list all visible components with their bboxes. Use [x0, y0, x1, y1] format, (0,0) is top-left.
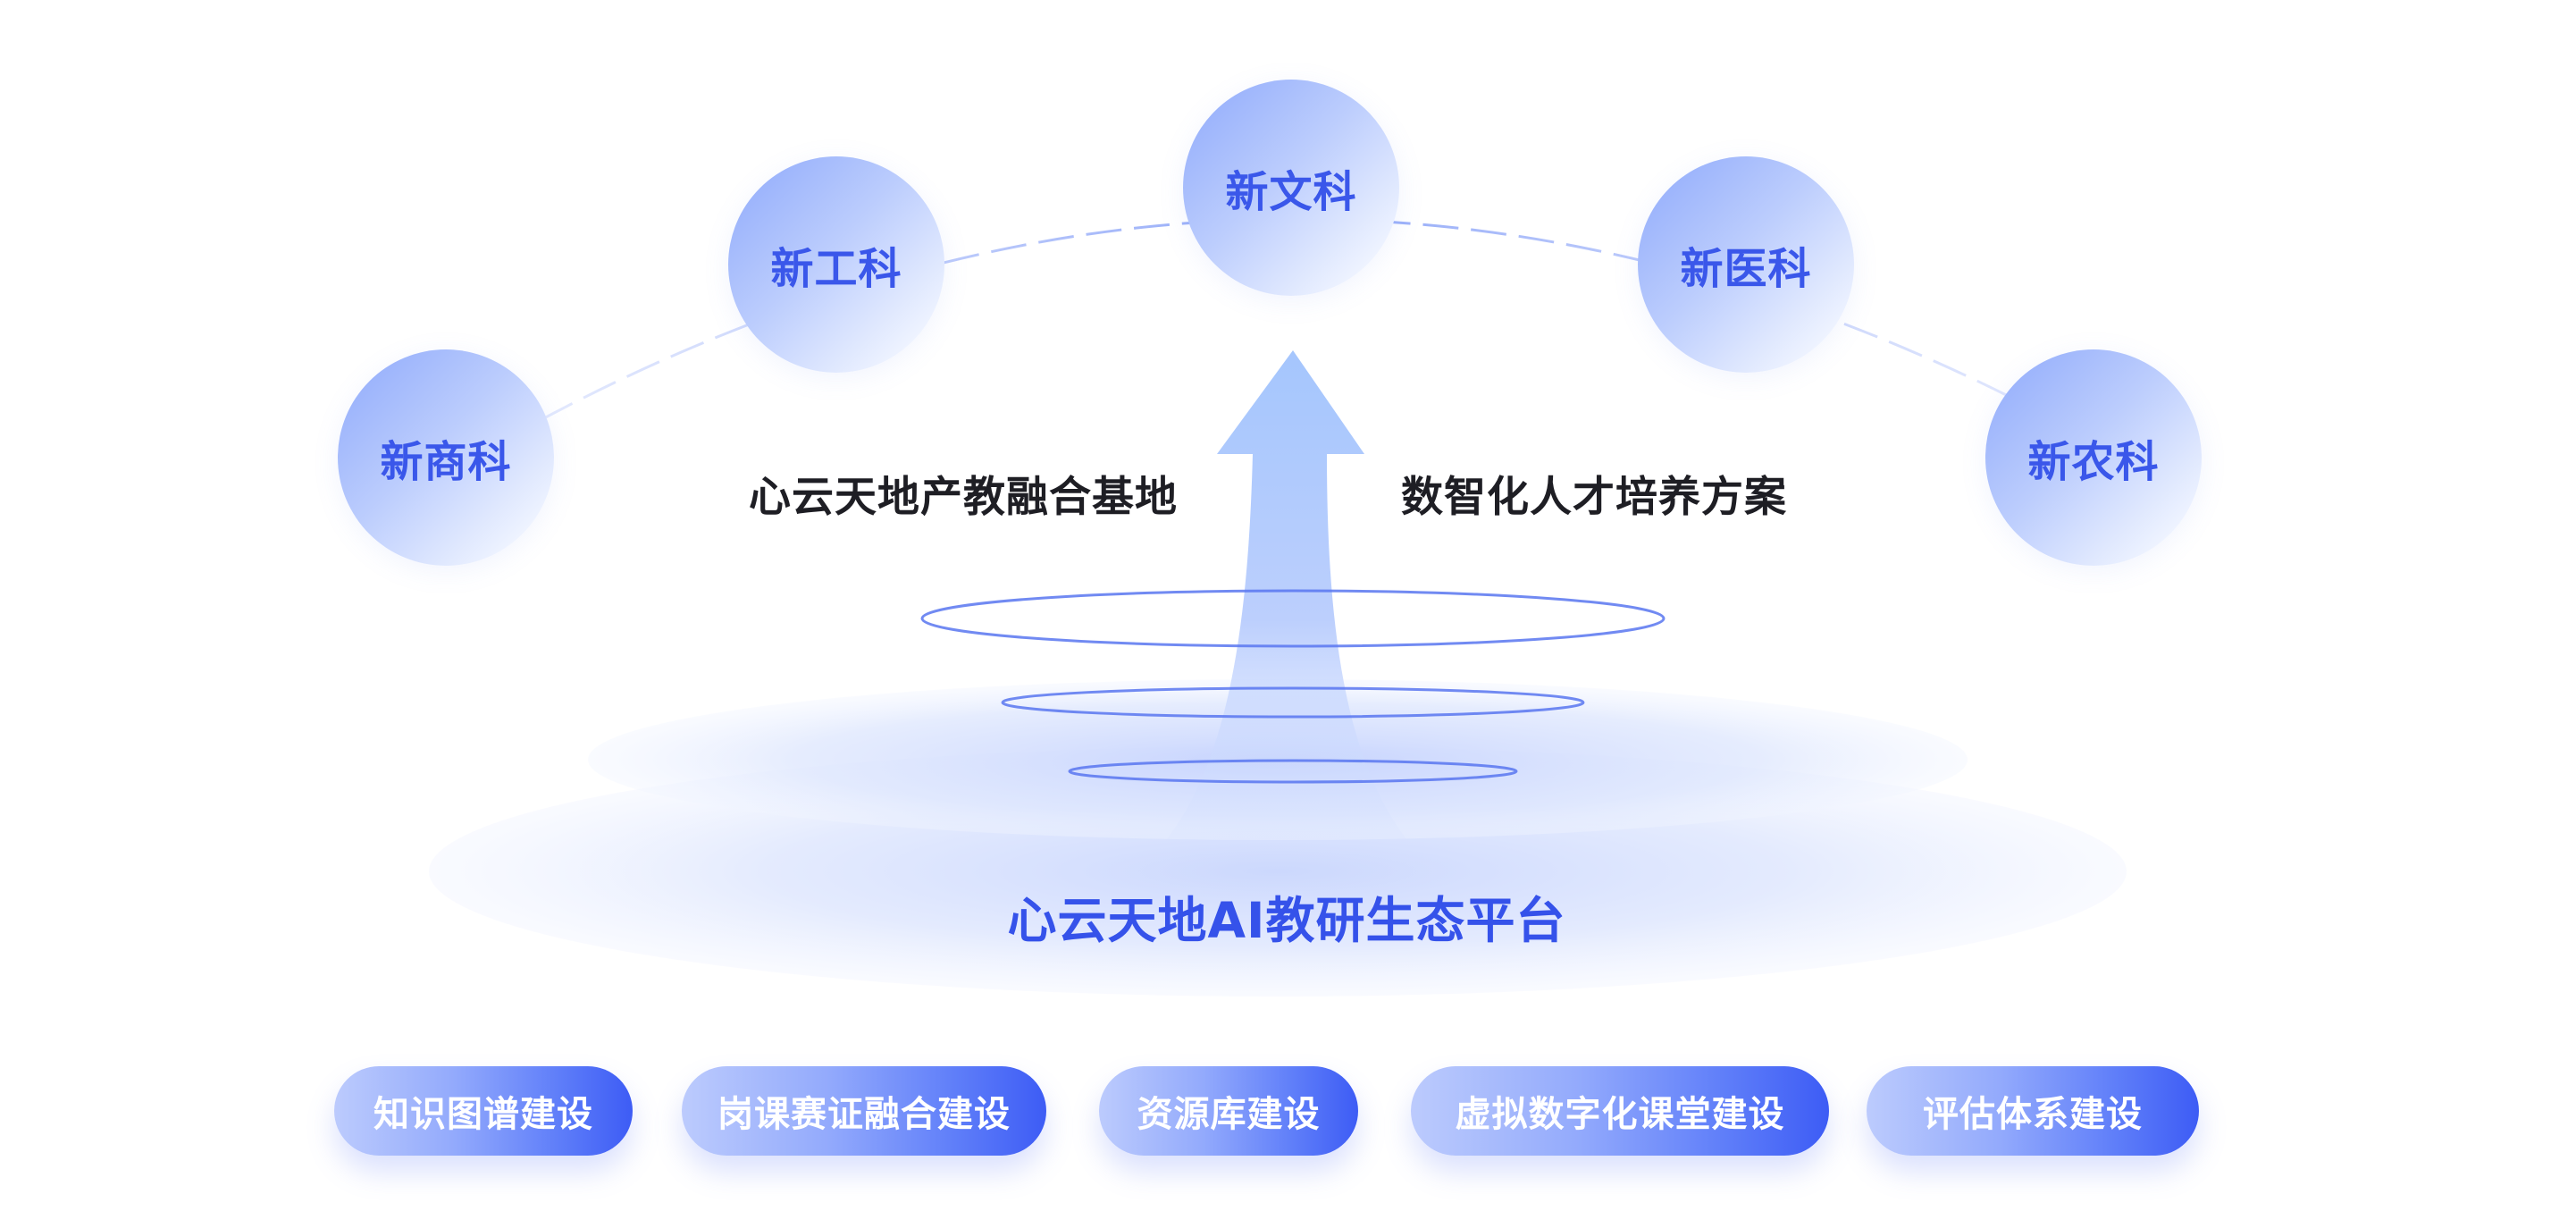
discipline-new-engineering: 新工科: [728, 156, 944, 373]
module-label: 虚拟数字化课堂建设: [1455, 1094, 1785, 1135]
module-label: 评估体系建设: [1923, 1094, 2143, 1135]
discipline-label: 新医科: [1680, 244, 1812, 294]
module-resource-library-button[interactable]: 资源库建设: [1099, 1066, 1358, 1156]
industry-education-base-caption: 心云天地产教融合基地: [749, 473, 1178, 522]
discipline-new-agriculture: 新农科: [1985, 349, 2202, 566]
module-virtual-classroom-button[interactable]: 虚拟数字化课堂建设: [1411, 1066, 1829, 1156]
ring-upper: [920, 589, 1666, 648]
module-label: 资源库建设: [1137, 1094, 1321, 1135]
talent-training-plan-caption: 数智化人才培养方案: [1401, 473, 1787, 522]
module-label: 知识图谱建设: [373, 1094, 593, 1135]
discipline-new-business: 新商科: [338, 349, 554, 566]
discipline-label: 新农科: [2027, 437, 2160, 487]
module-evaluation-system-button[interactable]: 评估体系建设: [1867, 1066, 2199, 1156]
discipline-label: 新文科: [1225, 167, 1357, 217]
ring-lower: [1068, 759, 1518, 784]
module-knowledge-graph-button[interactable]: 知识图谱建设: [334, 1066, 633, 1156]
discipline-new-medicine: 新医科: [1638, 156, 1854, 373]
module-course-competition-certificate-button[interactable]: 岗课赛证融合建设: [682, 1066, 1046, 1156]
discipline-label: 新工科: [770, 244, 902, 294]
ring-middle: [1001, 686, 1585, 719]
module-label: 岗课赛证融合建设: [717, 1094, 1011, 1135]
discipline-new-liberal-arts: 新文科: [1183, 80, 1399, 296]
platform-title: 心云天地AI教研生态平台: [1007, 892, 1566, 949]
discipline-label: 新商科: [380, 437, 512, 487]
